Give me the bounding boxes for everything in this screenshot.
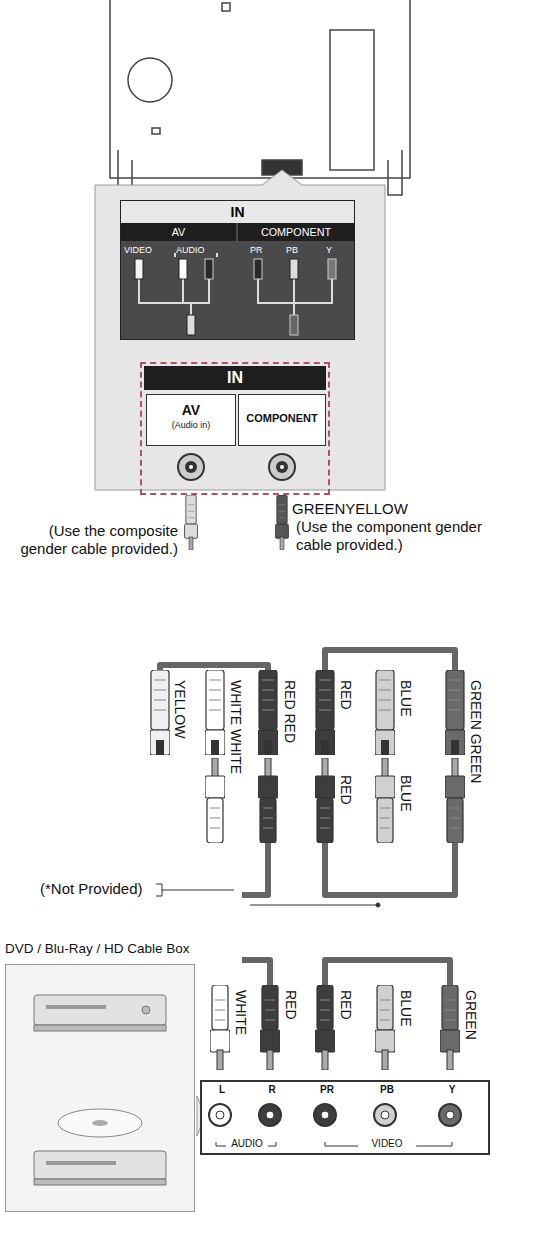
cable-color-label: GREEN GREEN [467, 680, 484, 783]
node-text: (Audio in) [147, 419, 235, 431]
cable-color-label: BLUE [397, 775, 414, 812]
note-label: (Use the composite gender cable provided… [8, 522, 178, 558]
device-output-panel: L R PR PB Y AUDIO VIDEO [200, 1080, 490, 1155]
cable-wires [160, 650, 455, 985]
cable-color-label: YELLOW [171, 680, 188, 738]
node-text: AV [147, 401, 235, 419]
cable-color-label: RED [282, 990, 299, 1020]
node-text: PB [286, 245, 298, 255]
component-jack-cell: COMPONENT [238, 394, 326, 446]
cable-color-label: GREEN [462, 990, 479, 1040]
note-label: GREENYELLOW [292, 500, 408, 518]
node-text: VIDEO [362, 1138, 412, 1149]
cable-color-label: RED [337, 990, 354, 1020]
node-text: VIDEO [124, 245, 152, 255]
cable-color-label: WHITE WHITE [227, 680, 244, 774]
node-text: PR [250, 245, 263, 255]
node-text: DVD / Blu-Ray / HD Cable Box [5, 940, 197, 958]
node-text: IN [144, 366, 326, 390]
note-label: (Use the component gender cable provided… [296, 518, 506, 554]
not-provided-leader [156, 884, 380, 907]
node-text: Y [437, 1084, 467, 1095]
cable-color-label: WHITE [232, 990, 249, 1035]
node-text: COMPONENT [239, 409, 325, 427]
component-section: COMPONENT PR PB Y [238, 223, 354, 339]
note-label: (*Not Provided) [40, 880, 143, 898]
node-text: R [257, 1084, 287, 1095]
node-text: COMPONENT [238, 223, 354, 241]
node-text: AUDIO [222, 1138, 272, 1149]
node-text: AV [121, 223, 236, 241]
callout-panel [95, 170, 385, 490]
cable-color-label: BLUE [397, 990, 414, 1027]
tv-back [110, 0, 410, 195]
av-section: AV VIDEO AUDIO [121, 223, 236, 339]
jack-panel: INAV(Audio in)COMPONENT [140, 362, 330, 495]
node-text: PB [372, 1084, 402, 1095]
node-text: L [207, 1084, 237, 1095]
av-jack-cell: AV(Audio in) [146, 394, 236, 446]
cable-color-label: RED RED [281, 680, 298, 743]
device-illustration-box [5, 964, 195, 1212]
cable-color-label: BLUE [397, 680, 414, 717]
source-device: DVD / Blu-Ray / HD Cable Box [5, 940, 197, 1212]
node-text: IN [121, 201, 354, 223]
input-panel: INAV VIDEO AUDIO COMPONENT PR PB Y [120, 200, 355, 340]
node-text: PR [312, 1084, 342, 1095]
cable-color-label: RED [337, 680, 354, 710]
plugs [150, 495, 465, 1070]
node-text: Y [326, 245, 332, 255]
node-text: AUDIO [176, 245, 205, 255]
cable-color-label: RED [337, 775, 354, 805]
